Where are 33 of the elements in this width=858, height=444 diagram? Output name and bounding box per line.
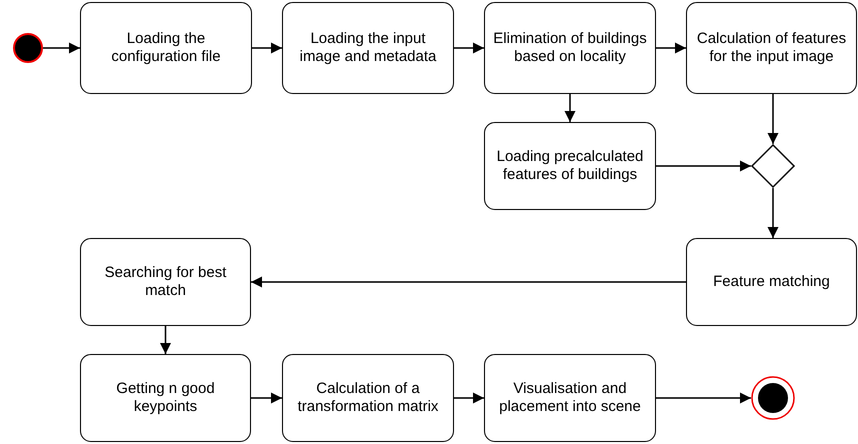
- arrow: [43, 42, 80, 54]
- arrow: [768, 94, 778, 144]
- arrow: [454, 392, 484, 404]
- box-label: Calculation of features for the input image: [696, 30, 848, 66]
- process-box: [686, 238, 857, 326]
- box-label: Loading the input image and metadata: [298, 30, 438, 66]
- box-label: Loading the configuration file: [110, 30, 222, 66]
- arrow: [768, 188, 778, 238]
- arrow: [564, 94, 576, 122]
- arrow: [656, 42, 686, 54]
- box-label: Getting n good keypoints: [115, 380, 216, 416]
- arrow: [251, 276, 686, 288]
- process-box: [686, 2, 857, 94]
- process-box: [484, 2, 656, 94]
- arrow: [656, 392, 751, 404]
- process-box: [80, 238, 251, 326]
- arrow: [251, 392, 282, 404]
- arrow: [656, 160, 751, 172]
- arrow: [160, 326, 171, 354]
- process-box: [484, 122, 656, 210]
- box-label: Visualisation and placement into scene: [498, 380, 642, 416]
- box-label: Feature matching: [712, 273, 831, 291]
- box-label: Searching for best match: [104, 264, 228, 300]
- arrow: [454, 42, 484, 54]
- process-box: [80, 2, 252, 94]
- arrow: [252, 42, 282, 54]
- box-label: Calculation of a transformation matrix: [296, 380, 440, 416]
- process-box: [484, 354, 656, 442]
- box-label: Loading precalculated features of buildings: [496, 148, 644, 184]
- box-label: Elimination of buildings based on locality: [492, 30, 648, 66]
- process-box: [80, 354, 251, 442]
- process-box: [282, 2, 454, 94]
- process-box: [282, 354, 454, 442]
